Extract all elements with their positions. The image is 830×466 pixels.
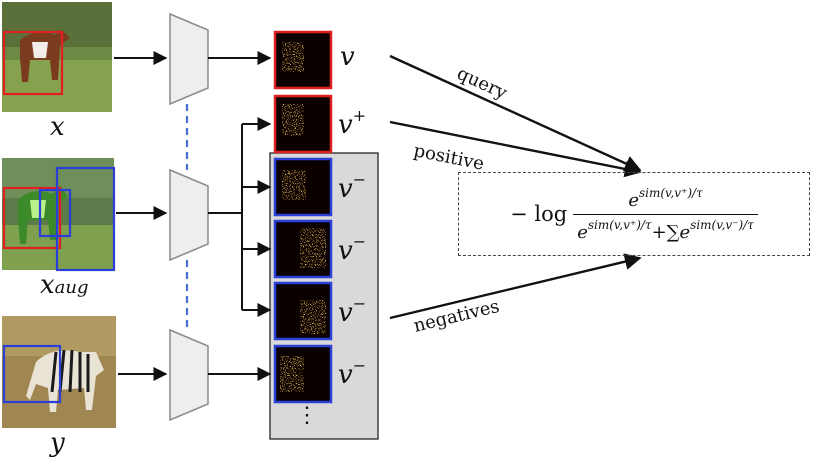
loss-formula: − log esim(v,v⁺)/τ esim(v,v⁺)/τ+∑esim(v,…: [459, 173, 809, 255]
formula-denominator: esim(v,v⁺)/τ+∑esim(v,v⁻)/τ: [573, 213, 758, 243]
x-aug-blue-box-2: [55, 166, 116, 272]
encoder-2: [169, 168, 209, 262]
label-x: x: [50, 112, 65, 142]
y-blue-box: [2, 344, 62, 404]
x-aug-blue-box-1: [38, 188, 72, 238]
formula-den-base-1: e: [577, 221, 588, 243]
image-y: [2, 316, 116, 428]
label-v-negative-4: v−: [338, 356, 366, 390]
formula-fraction: esim(v,v⁺)/τ esim(v,v⁺)/τ+∑esim(v,v⁻)/τ: [573, 186, 758, 243]
feature-map-v-positive: [273, 94, 333, 154]
label-v-negative-1-base: v: [338, 174, 353, 204]
label-x-aug: xaug: [40, 270, 89, 300]
label-v-negative-3: v−: [338, 294, 366, 328]
arrow-negatives: [389, 253, 642, 320]
formula-num-exp: sim(v,v⁺)/τ: [639, 185, 703, 200]
encoder-3: [169, 328, 209, 422]
feature-map-v-negative-3: [273, 281, 333, 341]
loss-formula-box: − log esim(v,v⁺)/τ esim(v,v⁺)/τ+∑esim(v,…: [458, 172, 810, 256]
formula-prefix: − log: [510, 202, 568, 226]
label-v-negative-1: v−: [338, 170, 366, 204]
formula-den-exp-1: sim(v,v⁺)/τ: [587, 217, 652, 232]
label-v-negative-1-sup: −: [352, 170, 367, 189]
feature-map-v-negative-4: [273, 344, 333, 404]
x-aug-red-box: [2, 186, 62, 250]
formula-den-exp-2: sim(v,v⁻)/τ: [690, 217, 754, 232]
feature-map-v-negative-2: [273, 219, 333, 279]
formula-num-base: e: [628, 189, 639, 211]
arrow-positive: [389, 120, 642, 178]
label-v-negative-4-sup: −: [352, 356, 367, 375]
label-v: v: [340, 42, 355, 72]
label-v-positive-sup: +: [352, 106, 367, 125]
label-x-aug-base: x: [40, 270, 55, 300]
label-v-negative-3-base: v: [338, 298, 353, 328]
label-v-negative-4-base: v: [338, 360, 353, 390]
formula-numerator: esim(v,v⁺)/τ: [624, 186, 706, 214]
branch-encoder-2: [208, 117, 272, 317]
label-v-negative-2: v−: [338, 232, 366, 266]
feature-map-v: [273, 30, 333, 90]
feature-map-v-negative-1: [273, 157, 333, 217]
encoder-1: [169, 12, 209, 106]
label-x-aug-sub: aug: [54, 277, 89, 298]
label-v-positive: v+: [338, 106, 366, 140]
label-v-negative-2-base: v: [338, 236, 353, 266]
label-v-negative-3-sup: −: [352, 294, 367, 313]
arrow-query: [389, 54, 642, 172]
label-v-positive-base: v: [338, 110, 353, 140]
negatives-ellipsis: ⋮: [296, 403, 318, 428]
formula-den-base-2: e: [679, 221, 691, 243]
label-v-negative-2-sup: −: [352, 232, 367, 251]
image-x: [2, 2, 112, 112]
x-red-box: [2, 30, 64, 96]
formula-den-plus-sum: +∑: [651, 221, 680, 243]
label-y: y: [50, 428, 65, 458]
image-x-aug: [2, 158, 116, 272]
